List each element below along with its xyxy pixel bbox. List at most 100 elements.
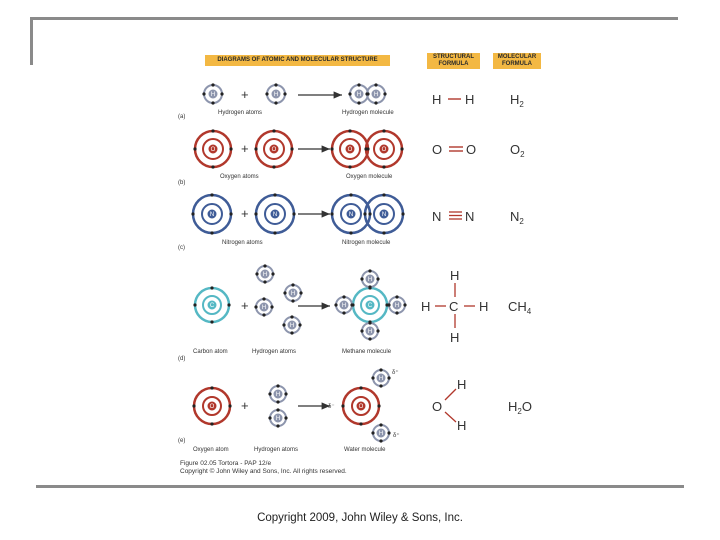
svg-text:H: H: [274, 92, 278, 98]
atom-O: O: [193, 129, 233, 169]
atom-C: C: [193, 286, 231, 324]
right-label: Nitrogen molecule: [342, 240, 391, 246]
svg-text:H: H: [457, 418, 466, 433]
atom-H: H: [268, 408, 288, 428]
atom-O: O: [364, 129, 404, 169]
svg-text:H: H: [263, 272, 267, 278]
svg-text:N: N: [349, 212, 353, 218]
left-label: Nitrogen atoms: [222, 240, 263, 246]
atom-N: N: [254, 193, 296, 235]
plus-sign: +: [241, 141, 249, 156]
atom-H: H: [371, 368, 391, 388]
structural-formula-h2o: H O H: [432, 377, 466, 433]
diagram-header: DIAGRAMS OF ATOMIC AND MOLECULAR STRUCTU…: [205, 55, 390, 66]
right-label: Water molecule: [344, 447, 386, 453]
plus-sign: +: [241, 87, 249, 102]
atom-H: H: [265, 83, 287, 105]
atom-O: O: [330, 129, 370, 169]
atom-N: N: [330, 193, 372, 235]
partial-charge: δ⁺: [393, 432, 400, 439]
svg-text:C: C: [449, 299, 458, 314]
svg-text:C: C: [368, 303, 373, 309]
svg-text:H: H: [342, 303, 346, 309]
right-label: Methane molecule: [342, 349, 392, 355]
svg-text:H: H: [421, 299, 430, 314]
atom-H: H: [254, 297, 274, 317]
row-letter: (d): [178, 356, 185, 362]
structural-formula-n2: N: [432, 209, 441, 224]
atom-H: H: [365, 83, 387, 105]
atom-H: H: [360, 269, 380, 289]
atom-O: O: [192, 386, 232, 426]
row-letter: (e): [178, 438, 185, 444]
svg-text:N: N: [210, 212, 214, 218]
atom-H: H: [283, 283, 303, 303]
svg-text:O: O: [432, 399, 442, 414]
slide-frame-top: [30, 17, 678, 20]
slide-footer: Copyright 2009, John Wiley & Sons, Inc.: [257, 512, 463, 524]
svg-text:H: H: [262, 305, 266, 311]
row-letter: (a): [178, 114, 185, 120]
molecular-formula: H2: [510, 92, 524, 109]
svg-text:H: H: [379, 431, 383, 437]
structural-formula-o2: O: [432, 142, 442, 157]
atom-H: H: [202, 83, 224, 105]
atom-N: N: [363, 193, 405, 235]
svg-text:O: O: [359, 404, 364, 410]
figure-caption: Figure 02.05 Tortora - PAP 12/e Copyrigh…: [180, 460, 347, 475]
svg-text:H: H: [290, 323, 294, 329]
svg-text:N: N: [465, 209, 474, 224]
atom-O: O: [341, 386, 381, 426]
molecular-formula: O2: [510, 142, 525, 159]
svg-text:H: H: [465, 92, 474, 107]
left-label: Oxygen atoms: [220, 174, 259, 180]
svg-text:O: O: [382, 147, 387, 153]
svg-text:H: H: [276, 416, 280, 422]
atom-H: H: [334, 295, 354, 315]
partial-charge: δ⁺: [392, 369, 399, 376]
atom-H: H: [387, 295, 407, 315]
mid-label: Hydrogen atoms: [254, 447, 298, 453]
row-letter: (c): [178, 245, 185, 251]
svg-text:H: H: [395, 303, 399, 309]
svg-text:O: O: [211, 147, 216, 153]
mid-label: Hydrogen atoms: [252, 349, 296, 355]
svg-text:O: O: [348, 147, 353, 153]
atom-C: C: [351, 286, 389, 324]
structural-formula-ch4: H H C H H: [421, 268, 488, 345]
plus-sign: +: [241, 398, 249, 413]
svg-text:H: H: [357, 92, 361, 98]
partial-charge: δ⁻: [328, 404, 335, 410]
molecular-formula: N2: [510, 209, 524, 226]
slide-frame-bottom: [36, 485, 684, 488]
atom-O: O: [254, 129, 294, 169]
svg-text:O: O: [272, 147, 277, 153]
svg-text:H: H: [291, 291, 295, 297]
svg-text:H: H: [457, 377, 466, 392]
plus-sign: +: [241, 206, 249, 221]
svg-text:N: N: [273, 212, 277, 218]
structural-formula-h2: H: [432, 92, 441, 107]
atom-H: H: [360, 321, 380, 341]
svg-text:H: H: [479, 299, 488, 314]
svg-text:H: H: [374, 92, 378, 98]
svg-text:H: H: [379, 376, 383, 382]
svg-text:H: H: [368, 277, 372, 283]
atom-H: H: [282, 315, 302, 335]
svg-text:O: O: [210, 404, 215, 410]
atom-H: H: [371, 423, 391, 443]
right-label: Oxygen molecule: [346, 174, 393, 180]
atom-N: N: [191, 193, 233, 235]
right-label: Hydrogen molecule: [342, 110, 394, 116]
left-label: Hydrogen atoms: [218, 110, 262, 116]
left-label: Carbon atom: [193, 349, 228, 355]
atom-H: H: [255, 264, 275, 284]
atom-H: H: [268, 384, 288, 404]
molecular-formula: CH4: [508, 299, 532, 316]
svg-text:H: H: [368, 329, 372, 335]
svg-text:C: C: [210, 303, 215, 309]
slide-frame-left: [30, 17, 33, 65]
